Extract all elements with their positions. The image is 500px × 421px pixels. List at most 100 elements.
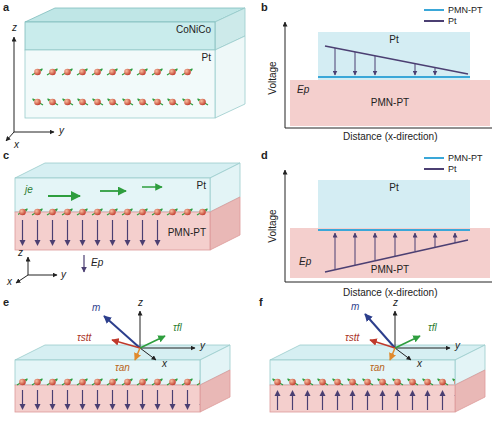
slab-top-face [15, 163, 240, 178]
panel-letter: c [3, 149, 9, 162]
torque-label: τan [115, 362, 130, 374]
field-arrow [335, 48, 336, 75]
current-arrow [100, 190, 126, 192]
layer-slab: Pt [318, 180, 470, 228]
field-label: Ep [91, 257, 103, 269]
pmnpt-region [290, 228, 490, 278]
torque-arrow [135, 348, 140, 360]
axis-label: z [18, 247, 23, 259]
vector-label: m [92, 302, 100, 314]
torque-label: τan [370, 362, 385, 374]
axis [140, 348, 195, 349]
axis [140, 311, 141, 348]
field-label: Ep [297, 84, 309, 96]
torque-arrow [140, 336, 165, 348]
axis-label: x [417, 358, 422, 370]
pmnpt-potential [318, 76, 470, 78]
torque-arrow [112, 340, 140, 348]
panel-letter: a [3, 1, 9, 14]
spin-row [15, 377, 200, 387]
axis [395, 348, 450, 349]
axis [395, 348, 411, 360]
axis [285, 170, 286, 282]
axis [14, 132, 54, 133]
pt-layer [25, 50, 215, 118]
torque-arrow [395, 336, 420, 348]
torque-arrow [390, 348, 395, 360]
field-arrow [435, 233, 436, 247]
layer-slab: Pt [15, 178, 210, 212]
torque-label: τstt [77, 332, 91, 344]
axis-title: Distance (x-direction) [343, 287, 437, 299]
axis-label: y [455, 340, 460, 352]
slab-side-face [455, 370, 485, 412]
axis [14, 37, 15, 132]
legend-text: PMN-PT [448, 153, 483, 164]
layer-label: PMN-PT [168, 227, 206, 239]
pmnpt-layer [15, 212, 210, 250]
torque-arrow [370, 340, 395, 348]
axis-label: y [59, 125, 64, 137]
field-arrow [415, 233, 416, 251]
field-arrow [355, 52, 356, 75]
pt-layer [15, 178, 210, 212]
axis [140, 348, 156, 360]
polarization-arrows [15, 218, 165, 248]
pt-potential [325, 46, 468, 74]
axis [28, 275, 57, 276]
legend-text: PMN-PT [448, 5, 483, 16]
torque-label: τfl [428, 322, 437, 334]
axis-label: z [138, 297, 143, 309]
panel-letter: f [259, 296, 263, 309]
field-arrow [375, 56, 376, 75]
field-arrow [455, 233, 456, 243]
field-arrow [395, 233, 396, 256]
field-arrow [435, 68, 436, 75]
axis [6, 132, 14, 141]
layer-label: Pt [202, 52, 211, 64]
layer-label: Pt [389, 182, 398, 194]
layer-label: Pt [389, 34, 398, 46]
axis-label: y [200, 340, 205, 352]
field-arrow [355, 233, 356, 265]
torque-label: τfl [173, 322, 182, 334]
layer-slab: PMN-PT [290, 228, 490, 278]
spin-row [270, 377, 455, 387]
axis-label: x [14, 139, 19, 151]
layer-slab: Pt [318, 32, 470, 80]
layer-label: PMN-PT [371, 97, 409, 109]
spin-row [18, 207, 208, 217]
slab-side-face [200, 370, 230, 412]
panel-letter: e [3, 296, 9, 309]
vector-label: m [351, 301, 359, 313]
layer-slab: PMN-PT [290, 80, 490, 126]
pt-region [318, 32, 470, 80]
axis [16, 275, 28, 283]
field-label: Ep [299, 256, 311, 268]
pt-region [318, 180, 470, 228]
field-arrow [335, 233, 336, 269]
legend-swatch [424, 157, 444, 159]
layer-slab: Pt [25, 50, 215, 66]
axis [395, 311, 396, 348]
panel-letter: d [261, 149, 268, 162]
current-label: je [25, 184, 33, 196]
current-arrow [48, 195, 80, 197]
magnetization-vector [104, 316, 140, 348]
layer-label: PMN-PT [371, 264, 409, 276]
conico-layer [25, 22, 215, 50]
axis-label: y [61, 269, 66, 281]
axis [285, 128, 492, 129]
panel-letter: b [261, 1, 268, 14]
pmnpt-region [290, 80, 490, 126]
field-arrow [415, 64, 416, 75]
legend-text: Pt [448, 164, 457, 175]
slab-side-face [210, 197, 240, 250]
layer-slab: PMN-PT [160, 218, 210, 248]
slab-top-face [15, 345, 230, 360]
field-arrow [83, 255, 84, 272]
axis-label: z [12, 22, 17, 34]
legend-swatch [424, 168, 444, 170]
